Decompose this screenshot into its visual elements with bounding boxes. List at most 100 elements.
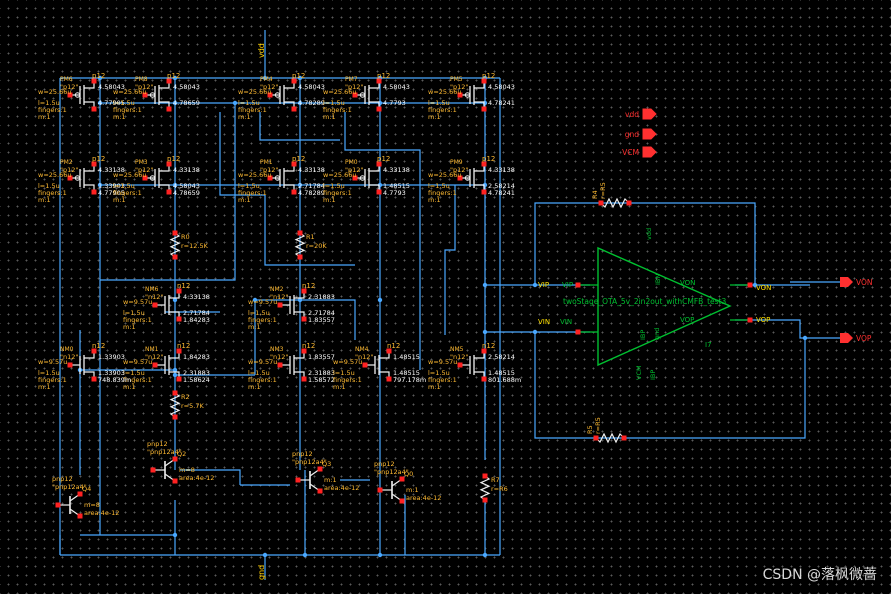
port-von[interactable]: [840, 277, 853, 287]
bjt-model-name: "pnp12a4": [52, 483, 87, 491]
pin-marker: [481, 348, 487, 354]
nmos-multiplier: m:1: [123, 323, 136, 331]
pmos-gate-voltage: 4.58043: [298, 83, 325, 91]
pmos-fingers: fingers:1: [38, 106, 67, 114]
pin-marker: [291, 161, 297, 167]
resistor-r4[interactable]: [600, 197, 630, 209]
wire: [264, 195, 355, 266]
nmos-model-name: "n12": [270, 293, 288, 301]
port-shape: [840, 277, 853, 287]
pmos-length: l=1.5u: [113, 182, 135, 190]
port-vop[interactable]: [840, 333, 853, 343]
pmos-drain-voltage: 2.71784: [298, 182, 325, 190]
junction-dot: [802, 335, 808, 341]
pmos-multiplier: m:1: [428, 113, 441, 121]
junction-dot: [97, 182, 103, 188]
nmos-fingers: fingers:1: [38, 376, 67, 384]
pmos-pm4[interactable]: [270, 81, 295, 109]
wire: [534, 202, 756, 285]
resistor-r0[interactable]: [169, 232, 181, 258]
junction-dot: [532, 282, 538, 288]
resistor-r5[interactable]: [595, 432, 625, 444]
pin-marker: [172, 414, 178, 420]
bjt-q4[interactable]: [58, 493, 81, 517]
resistor-zigzag: [479, 475, 491, 501]
nmos-multiplier: m:1: [248, 323, 261, 331]
pin-marker: [481, 189, 487, 195]
pin-marker: [166, 189, 172, 195]
pmos-label: PM8: [135, 76, 148, 83]
resistor-r1[interactable]: [294, 232, 306, 258]
pmos-fingers: fingers:1: [323, 189, 352, 197]
wire: [534, 332, 806, 439]
junction-dot: [97, 75, 103, 81]
junction-dot: [172, 532, 178, 538]
port-vcm[interactable]: [642, 146, 657, 158]
bjt-area: area:4e-12: [179, 474, 214, 482]
nmos-length: l=1.5u: [248, 369, 270, 377]
bjt-model-name: "pnp12a4": [292, 458, 327, 466]
pin-marker: [150, 467, 156, 473]
nmos-label: NM2: [270, 286, 284, 293]
pmos-width: w=25.66u: [323, 88, 357, 96]
pmos-label: PM2: [60, 159, 73, 166]
port-shape: [642, 128, 657, 140]
pin-marker: [621, 435, 627, 441]
pin-marker: [142, 92, 148, 98]
opamp-pin-vcm: VCM: [635, 365, 643, 380]
junction-dot: [252, 297, 258, 303]
bjt-multiplier: m=8: [84, 501, 100, 509]
opamp-i7[interactable]: [578, 246, 750, 367]
pmos-width: w=25.66u: [113, 171, 147, 179]
resistor-r2[interactable]: [169, 392, 181, 418]
nmos-label: NM1: [145, 346, 159, 353]
pmos-length: l=1.5u: [428, 182, 450, 190]
junction-dot: [172, 75, 178, 81]
junction-dot: [377, 552, 383, 558]
nmos-width: w=9.57u: [333, 358, 362, 366]
pin-marker: [277, 302, 283, 308]
nmos-multiplier: m:1: [38, 383, 51, 391]
nmos-nm4[interactable]: [365, 351, 390, 379]
nmos-width: w=9.57u: [123, 298, 152, 306]
nmos-model-name: "n12": [60, 353, 78, 361]
opamp-pin-vip: VIP: [562, 281, 573, 289]
pmos-length: l=1.5u: [428, 99, 450, 107]
gate-bubble: [74, 92, 81, 98]
gate-bubble: [74, 175, 81, 181]
nmos-fingers: fingers:1: [123, 316, 152, 324]
pmos-length: l=1.5u: [238, 182, 260, 190]
pin-marker: [362, 362, 368, 368]
pmos-width: w=25.66u: [113, 88, 147, 96]
nmos-source-voltage: 1.58572: [308, 376, 335, 384]
nmos-gate-voltage: 1.48515: [393, 353, 420, 361]
pmos-fingers: fingers:1: [323, 106, 352, 114]
resistor-r7[interactable]: [479, 475, 491, 501]
bjt-area: area:4e-12: [324, 484, 359, 492]
gate-bubble: [464, 92, 471, 98]
port-gnd[interactable]: [642, 128, 657, 140]
nmos-drain-voltage: 2.31883: [308, 369, 335, 377]
pmos-model-name: "p12": [260, 83, 278, 91]
opamp-pin-von: VON: [680, 279, 695, 287]
pmos-gate-voltage: 4.58043: [488, 83, 515, 91]
bjt-multiplier: m:1: [324, 476, 337, 484]
opamp-instance: I7: [705, 341, 712, 349]
wire-vop: [735, 319, 850, 339]
pmos-model: p12: [377, 155, 390, 163]
junction-dot: [172, 182, 178, 188]
pmos-source-voltage: 4.7793: [383, 189, 406, 197]
pmos-fingers: fingers:1: [238, 189, 267, 197]
junction-dot: [297, 182, 303, 188]
port-vdd[interactable]: [642, 108, 657, 120]
gate-bubble: [274, 92, 281, 98]
nmos-source-voltage: 748.839m: [98, 376, 131, 384]
bjt-q2[interactable]: [153, 458, 176, 482]
pin-marker: [176, 288, 182, 294]
pin-marker: [301, 348, 307, 354]
bjt-q3[interactable]: [298, 468, 321, 492]
bjt-q0[interactable]: [380, 478, 403, 502]
pmos-model-name: "p12": [450, 166, 468, 174]
port-label: vdd: [625, 110, 639, 119]
